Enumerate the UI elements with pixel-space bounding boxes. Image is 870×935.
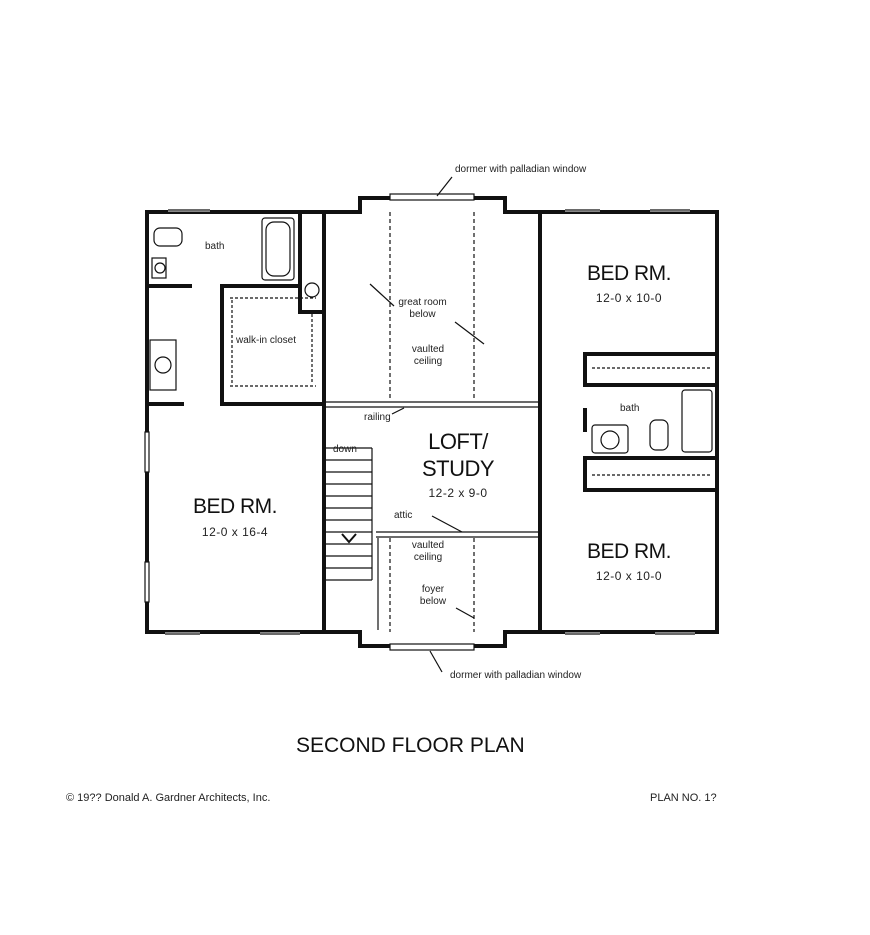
bedroom-top-right-name: BED RM.: [586, 262, 672, 285]
bath-top-label: bath: [205, 241, 225, 252]
vault-bottom-note: vaulted ceiling: [411, 540, 445, 563]
loft-study-size: 12-2 x 9-0: [428, 486, 488, 500]
bedroom-left-name: BED RM.: [192, 495, 278, 518]
attic-note: attic: [394, 510, 413, 521]
bath-right-label: bath: [620, 403, 640, 414]
dormer-bottom-note: dormer with palladian window: [450, 670, 582, 681]
foyer-note: foyer below: [419, 584, 447, 607]
great-room-note: great room below: [398, 297, 447, 320]
vault-top-note: vaulted ceiling: [411, 344, 445, 367]
exterior-wall: [145, 196, 719, 648]
bedroom-left-size: 12-0 x 16-4: [201, 525, 269, 539]
bedroom-bottom-right-size: 12-0 x 10-0: [595, 569, 663, 583]
closet-label: walk-in closet: [235, 335, 297, 346]
dormer-top-note: dormer with palladian window: [455, 164, 587, 175]
bedroom-top-right-size: 12-0 x 10-0: [595, 291, 663, 305]
bedroom-bottom-right-name: BED RM.: [586, 540, 672, 563]
plan-title: SECOND FLOOR PLAN: [296, 734, 525, 757]
copyright-line: © 19?? Donald A. Gardner Architects, Inc…: [66, 792, 271, 804]
down-note: down: [333, 444, 357, 455]
plan-number: PLAN NO. 1?: [650, 792, 717, 804]
railing-note: railing: [364, 412, 391, 423]
loft-study-name: LOFT/ STUDY: [421, 429, 495, 481]
